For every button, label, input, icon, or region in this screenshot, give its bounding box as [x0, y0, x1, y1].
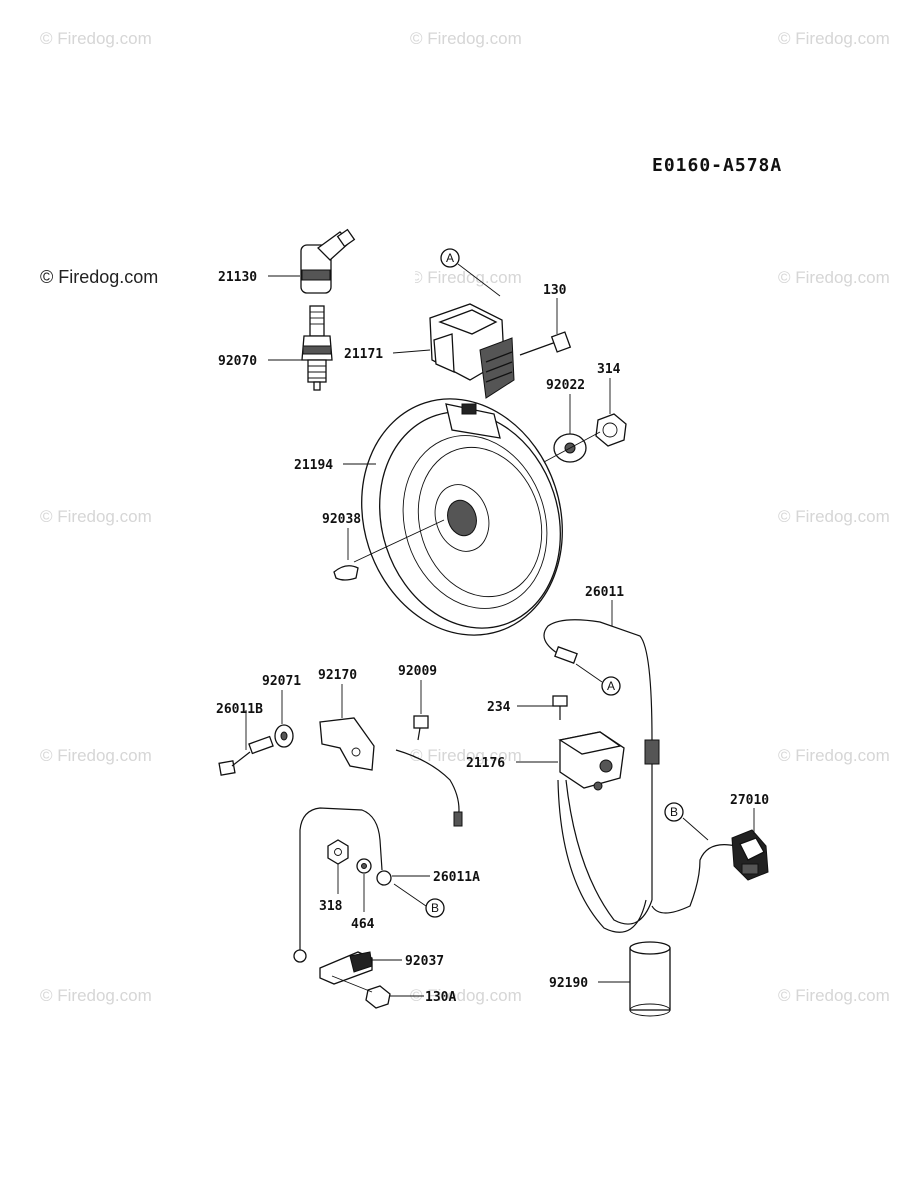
- bracket-92170: [319, 717, 375, 771]
- callout-a-harness: A: [601, 676, 621, 696]
- clamp-92037: [319, 951, 373, 985]
- stop-switch-module: [558, 731, 625, 791]
- part-number: 92170: [318, 668, 357, 683]
- callout-b-ground: B: [425, 898, 445, 918]
- part-number: 314: [597, 362, 621, 377]
- part-number: 21171: [344, 347, 383, 362]
- part-number: 464: [351, 917, 375, 932]
- bolt-pointer: [331, 975, 373, 993]
- part-number: 27010: [730, 793, 769, 808]
- ground-wire: [299, 807, 383, 950]
- sleeve-92190: [629, 941, 671, 1017]
- ignition-coil: [429, 303, 515, 399]
- flywheel-axis-line: [543, 431, 601, 463]
- diagram-code: E0160-A578A: [652, 155, 782, 176]
- grommet-92071: [274, 724, 294, 748]
- spark-plug-cap: [300, 228, 356, 294]
- switch-wire: [651, 844, 737, 914]
- part-number: 92190: [549, 976, 588, 991]
- bolt-234: [552, 695, 568, 720]
- bolt-92009: [413, 715, 429, 741]
- woodruff-key: [333, 565, 359, 581]
- spark-plug: [301, 305, 333, 391]
- wire-terminal-ring: [293, 949, 307, 963]
- part-number: 318: [319, 899, 343, 914]
- part-number: 21176: [466, 756, 505, 771]
- part-number: 26011A: [433, 870, 480, 885]
- part-labels: 21130 92070 21171 130 92022 314 21194 92…: [216, 270, 769, 1005]
- part-number: 21130: [218, 270, 257, 285]
- part-number: 92022: [546, 378, 585, 393]
- watermark: © Firedog.com: [778, 29, 890, 48]
- part-number: 92070: [218, 354, 257, 369]
- leader-lines: [245, 263, 755, 997]
- flywheel: [361, 398, 563, 636]
- nut-314: [595, 413, 627, 447]
- watermark: © Firedog.com: [40, 29, 152, 48]
- wire-terminal-ring: [376, 870, 392, 886]
- watermark: © Firedog.com: [40, 507, 152, 526]
- bracket-wire: [395, 749, 460, 821]
- watermark: © Firedog.com: [410, 29, 522, 48]
- callout-a-top: A: [440, 248, 460, 268]
- nut-318: [327, 839, 349, 865]
- bolt-130a: [365, 985, 391, 1009]
- watermark: © Firedog.com: [778, 986, 890, 1005]
- wire-harness: [543, 619, 660, 900]
- part-number: 130: [543, 283, 567, 298]
- watermark: © Firedog.com: [778, 746, 890, 765]
- key-pointer: [353, 519, 445, 563]
- part-number: 130A: [425, 990, 456, 1005]
- callout-letter: A: [607, 679, 615, 693]
- watermark: © Firedog.com: [40, 267, 158, 287]
- bolt-130: [519, 331, 572, 356]
- part-number: 234: [487, 700, 511, 715]
- ht-lead-inner: [353, 205, 434, 321]
- wire-26011b: [218, 735, 274, 776]
- watermark: © Firedog.com: [410, 268, 522, 287]
- watermark: © Firedog.com: [778, 507, 890, 526]
- part-number: 92009: [398, 664, 437, 679]
- part-number: 92071: [262, 674, 301, 689]
- watermark: © Firedog.com: [410, 746, 522, 765]
- callout-letter: B: [670, 805, 678, 819]
- lock-washer-464: [356, 858, 372, 874]
- stop-switch-27010: [731, 829, 769, 881]
- ht-lead: [354, 207, 433, 319]
- module-wires: [557, 779, 653, 933]
- callout-letter: B: [431, 901, 439, 915]
- wire-terminal: [453, 811, 463, 827]
- callout-b-switch: B: [664, 802, 684, 822]
- part-number: 21194: [294, 458, 333, 473]
- watermark: © Firedog.com: [40, 986, 152, 1005]
- watermark: © Firedog.com: [40, 746, 152, 765]
- part-number: 92037: [405, 954, 444, 969]
- part-number: 92038: [322, 512, 361, 527]
- part-number: 26011: [585, 585, 624, 600]
- part-number: 26011B: [216, 702, 263, 717]
- watermark: © Firedog.com: [410, 986, 522, 1005]
- callout-letter: A: [446, 251, 454, 265]
- watermark: © Firedog.com: [778, 268, 890, 287]
